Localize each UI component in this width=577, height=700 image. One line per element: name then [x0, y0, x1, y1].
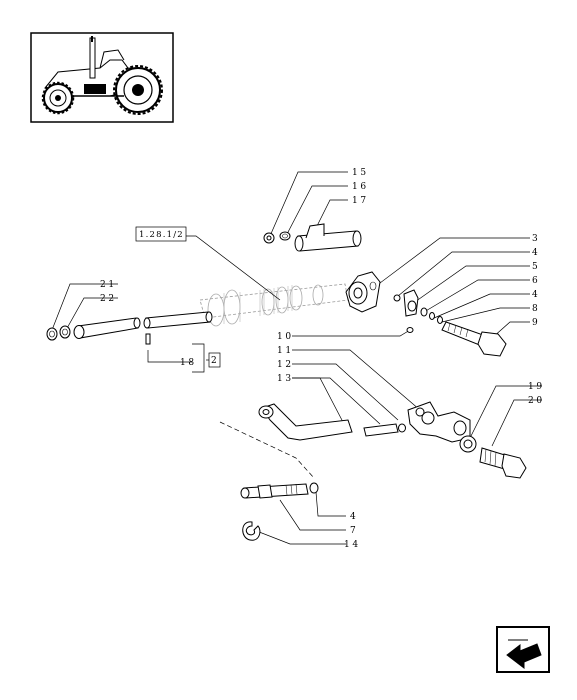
callout-20: 20 [528, 396, 545, 406]
callout-7: 7 [350, 526, 358, 536]
part-circlip-14 [242, 521, 261, 541]
callout-8: 8 [532, 304, 540, 314]
part-seals-4-8 [393, 289, 443, 333]
callout-19: 19 [528, 382, 545, 392]
callout-13: 13 [277, 374, 294, 384]
part-housing-3 [345, 271, 381, 313]
callout-4b: 4 [532, 290, 540, 300]
callout-18: 18 [180, 358, 197, 368]
leader-lines [51, 171, 542, 545]
callout-3: 3 [532, 234, 540, 244]
callout-4a: 4 [532, 248, 540, 258]
part-seals-21-22 [46, 325, 71, 341]
part-valve-body-11 [407, 401, 471, 443]
next-page-arrow-icon[interactable] [496, 626, 550, 673]
callout-16: 16 [352, 182, 369, 192]
reference-box-small[interactable]: 2 [208, 352, 221, 368]
reference-small-label: 2 [211, 356, 217, 366]
callout-6: 6 [532, 276, 540, 286]
callout-5: 5 [532, 262, 540, 272]
callout-14: 14 [344, 540, 361, 550]
tractor-thumbnail-icon [30, 32, 174, 123]
callout-4c: 4 [350, 512, 358, 522]
callout-11: 11 [277, 346, 294, 356]
callout-labels: 15 16 17 3 4 5 6 4 8 9 21 22 18 10 11 12… [100, 168, 545, 550]
reference-box-main[interactable]: 1.28.1/2 [135, 226, 187, 242]
part-pin-shaft [73, 311, 213, 345]
reference-main-label: 1.28.1/2 [139, 230, 184, 240]
callout-10: 10 [277, 332, 294, 342]
part-tube-17 [294, 223, 362, 252]
part-bolt-9 [441, 321, 507, 357]
part-washer-19 [459, 435, 477, 453]
part-oring-16 [279, 231, 291, 241]
part-screw-7 [240, 482, 319, 499]
callout-17: 17 [352, 196, 369, 206]
callout-9: 9 [532, 318, 540, 328]
callout-15: 15 [352, 168, 369, 178]
gear-shaft-outline [199, 283, 349, 327]
part-lever-13 [258, 403, 406, 441]
part-union-20 [479, 447, 527, 479]
callout-22: 22 [100, 294, 117, 304]
callout-21: 21 [100, 280, 117, 290]
part-washer-15 [263, 232, 275, 244]
callout-12: 12 [277, 360, 294, 370]
